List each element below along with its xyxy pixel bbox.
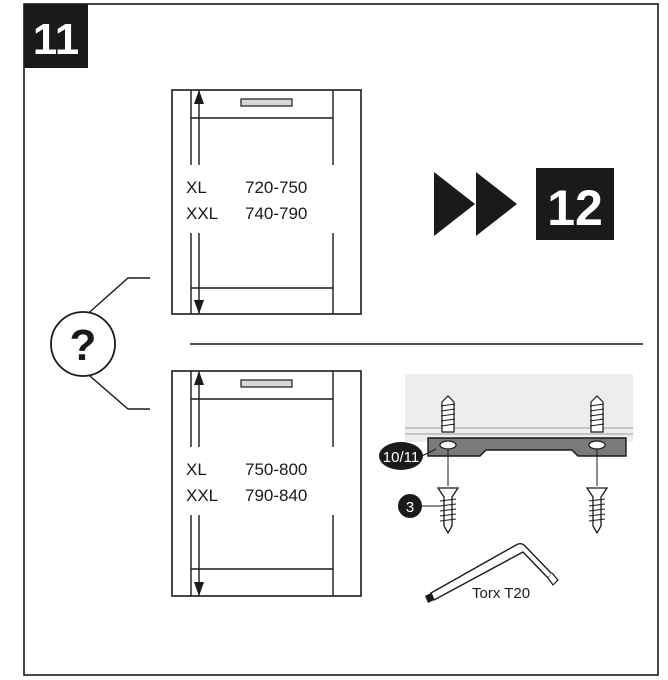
step-number-badge: 11: [24, 4, 88, 68]
bracket-hole: [439, 440, 457, 450]
bracket-hole: [588, 440, 606, 450]
question-symbol: ?: [70, 321, 97, 370]
size-label: XXL: [186, 486, 218, 505]
door-panel-top: [171, 89, 362, 315]
size-label: XXL: [186, 204, 218, 223]
mounting-detail: 10/11 3: [379, 374, 633, 535]
part-callout-badge: [398, 494, 422, 518]
next-step-number: 12: [547, 180, 603, 236]
door-handle: [240, 379, 293, 388]
size-range: 790-840: [245, 486, 307, 505]
size-label: XL: [186, 178, 207, 197]
door-handle: [240, 98, 293, 107]
size-table-top: XL 720-750 XXL 740-790: [186, 178, 307, 223]
upper-screw: [589, 395, 605, 433]
decision-bracket: [82, 277, 150, 410]
question-icon: [50, 311, 116, 377]
size-range: 740-790: [245, 204, 307, 223]
lower-screw: [436, 487, 460, 535]
lower-screw: [585, 487, 609, 535]
fast-forward-icon: [434, 172, 517, 236]
step-number: 11: [33, 15, 80, 64]
size-table-bottom: XL 750-800 XXL 790-840: [186, 460, 307, 505]
tool-label: Torx T20: [472, 585, 530, 602]
torx-key-icon: [425, 543, 559, 603]
size-range: 720-750: [245, 178, 307, 197]
skip-to-step-indicator: 12: [434, 168, 614, 240]
part-callout-label: 3: [406, 499, 414, 516]
part-callout-badge: [379, 442, 423, 470]
part-callout-label: 10/11: [383, 449, 419, 466]
size-label: XL: [186, 460, 207, 479]
door-panel-bottom: [171, 370, 362, 597]
mounting-bracket: [427, 437, 627, 457]
upper-screw: [440, 395, 456, 433]
size-range: 750-800: [245, 460, 307, 479]
question-decision: ?: [50, 277, 150, 410]
